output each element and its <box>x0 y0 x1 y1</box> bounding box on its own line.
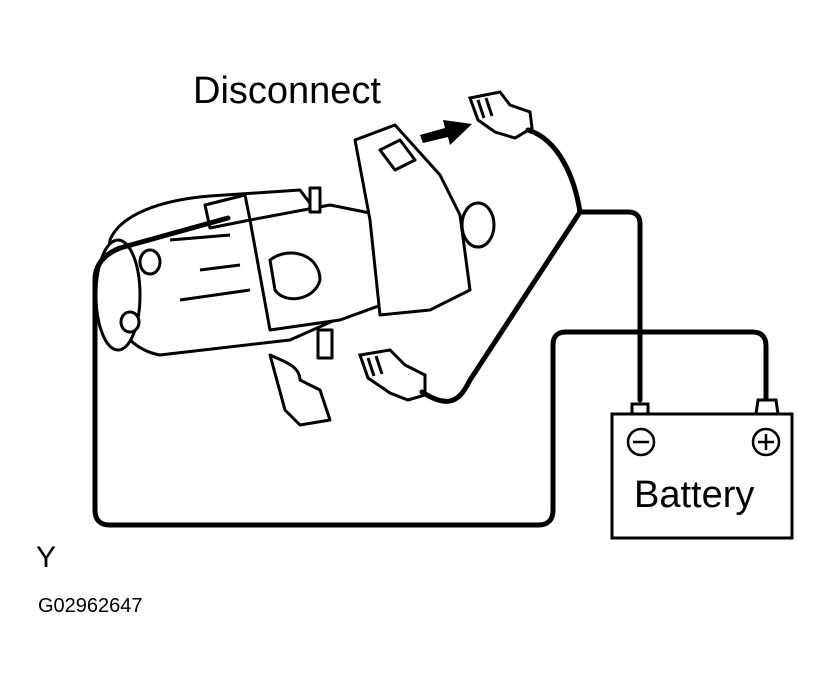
arrow-right-icon <box>420 120 472 145</box>
plus-circle-icon <box>751 427 781 457</box>
disconnect-label: Disconnect <box>193 70 381 112</box>
disconnected-connector-top <box>467 90 534 140</box>
starter-motor <box>94 123 496 427</box>
battery-label: Battery <box>634 474 755 516</box>
battery-positive-post <box>754 398 780 416</box>
minus-circle-icon <box>626 427 656 457</box>
battery-negative-post <box>630 402 650 416</box>
figure-code: G02962647 <box>38 595 143 617</box>
battery <box>610 398 794 540</box>
figure-letter: Y <box>36 541 57 574</box>
disconnected-connector-bottom <box>357 348 427 402</box>
test-leads <box>92 127 769 528</box>
